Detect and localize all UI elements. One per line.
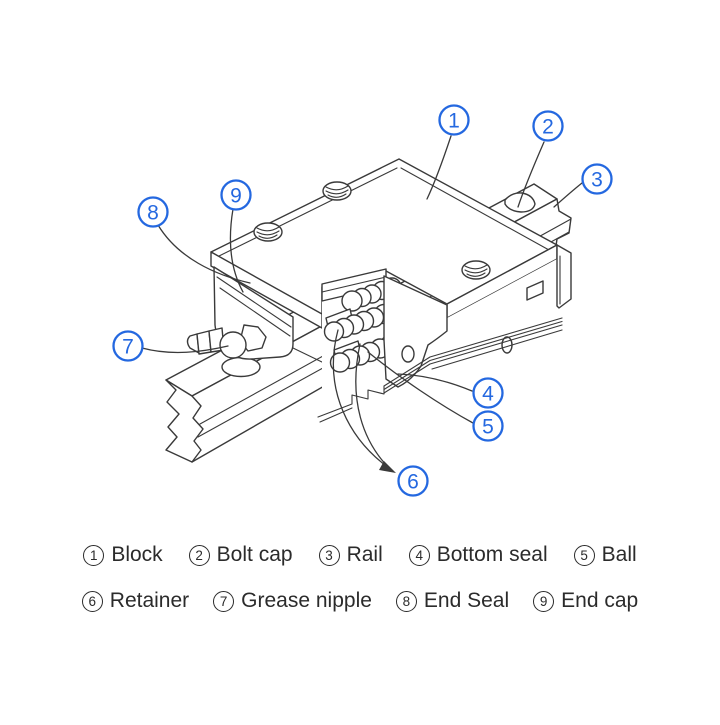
legend-item-ball: 5 Ball xyxy=(573,543,637,567)
legend-label-bottom-seal: Bottom seal xyxy=(436,543,548,566)
leader-6-arrowhead xyxy=(379,461,396,473)
legend-num-7: 7 xyxy=(213,590,235,612)
svg-text:6: 6 xyxy=(407,471,419,494)
block-chamfer-right xyxy=(400,167,550,251)
bottom-seal-step xyxy=(317,385,385,418)
legend-num-1: 1 xyxy=(83,544,105,566)
leader-lines xyxy=(141,135,583,473)
svg-text:4: 4 xyxy=(482,383,494,406)
legend-item-grease-nipple: 7 Grease nipple xyxy=(213,589,372,613)
legend-label-block: Block xyxy=(111,543,163,566)
callout-8: 8 xyxy=(137,196,169,228)
legend-num-8: 8 xyxy=(395,590,417,612)
legend-item-retainer: 6 Retainer xyxy=(81,589,190,613)
legend-label-end-seal: End Seal xyxy=(423,589,510,612)
legend-num-4: 4 xyxy=(408,544,430,566)
callout-5: 5 xyxy=(472,410,504,442)
legend-num-9: 9 xyxy=(533,590,555,612)
legend-item-bolt-cap: 2 Bolt cap xyxy=(188,543,293,567)
end-seal-seam-1 xyxy=(216,276,292,328)
leader-9 xyxy=(229,208,244,293)
grease-nipple xyxy=(186,324,267,359)
leader-7 xyxy=(141,345,229,354)
callout-7: 7 xyxy=(112,330,144,362)
threaded-hole-3 xyxy=(461,260,491,280)
right-end-plate xyxy=(556,244,572,309)
svg-text:9: 9 xyxy=(230,185,242,208)
callouts: 1 2 3 4 5 6 7 8 xyxy=(112,104,613,497)
rail-bolt-hole xyxy=(221,356,261,378)
leader-6a xyxy=(332,329,390,469)
svg-text:3: 3 xyxy=(591,169,603,192)
right-end-step xyxy=(526,280,544,301)
svg-text:1: 1 xyxy=(448,110,460,133)
threaded-hole-2 xyxy=(322,181,352,201)
svg-text:2: 2 xyxy=(542,116,554,139)
legend: 1 Block 2 Bolt cap 3 Rail 4 Bottom seal … xyxy=(0,543,720,613)
callout-9: 9 xyxy=(220,179,252,211)
block xyxy=(210,158,558,364)
leader-1 xyxy=(426,135,452,200)
legend-label-ball: Ball xyxy=(601,543,637,566)
block-chamfer-left xyxy=(216,167,398,258)
leader-2 xyxy=(517,141,545,208)
block-lower-edge xyxy=(292,347,325,364)
leader-5 xyxy=(367,351,474,424)
callout-3: 3 xyxy=(581,163,613,195)
block-right-end xyxy=(526,244,572,309)
right-body-mask xyxy=(447,259,557,352)
cutaway-section xyxy=(321,259,557,408)
rail-break-face xyxy=(165,379,204,463)
legend-row-1: 1 Block 2 Bolt cap 3 Rail 4 Bottom seal … xyxy=(0,543,720,567)
legend-item-block: 1 Block xyxy=(83,543,163,567)
legend-num-5: 5 xyxy=(573,544,595,566)
svg-text:8: 8 xyxy=(147,202,159,225)
callout-2: 2 xyxy=(532,110,564,142)
threaded-hole-1 xyxy=(253,222,283,242)
nipple-ball xyxy=(219,331,247,359)
retainer-bracket-hole xyxy=(401,345,415,363)
legend-label-end-cap: End cap xyxy=(561,589,639,612)
end-seal-seam-2 xyxy=(219,287,291,337)
legend-num-6: 6 xyxy=(81,590,103,612)
legend-item-end-cap: 9 End cap xyxy=(533,589,638,613)
legend-label-bolt-cap: Bolt cap xyxy=(216,543,293,566)
nipple-tip xyxy=(186,333,200,354)
legend-item-rail: 3 Rail xyxy=(318,543,383,567)
rail-side-hole xyxy=(501,336,513,354)
svg-text:7: 7 xyxy=(122,336,134,359)
retainer-band-line xyxy=(321,276,387,293)
legend-item-bottom-seal: 4 Bottom seal xyxy=(408,543,548,567)
svg-text:5: 5 xyxy=(482,416,494,439)
legend-row-2: 6 Retainer 7 Grease nipple 8 End Seal 9 … xyxy=(0,589,720,613)
legend-num-2: 2 xyxy=(188,544,210,566)
leader-3 xyxy=(553,182,583,208)
legend-label-rail: Rail xyxy=(346,543,383,566)
legend-label-retainer: Retainer xyxy=(109,589,190,612)
leader-8 xyxy=(157,224,251,284)
leader-6b xyxy=(355,343,391,470)
callout-4: 4 xyxy=(472,377,504,409)
legend-num-3: 3 xyxy=(318,544,340,566)
leader-4 xyxy=(397,373,473,392)
callout-1: 1 xyxy=(438,104,470,136)
callout-6: 6 xyxy=(397,465,429,497)
legend-item-end-seal: 8 End Seal xyxy=(395,589,510,613)
legend-label-grease-nipple: Grease nipple xyxy=(241,589,372,612)
